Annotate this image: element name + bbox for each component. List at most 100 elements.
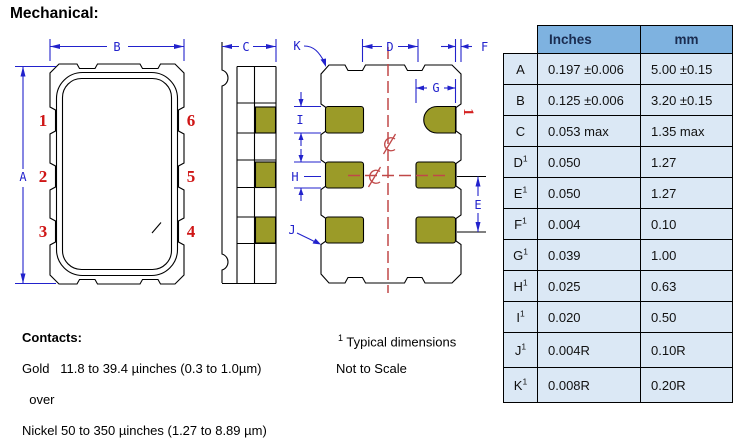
- inches-value: 0.125 ±0.006: [537, 84, 641, 116]
- pad: [415, 216, 457, 244]
- table-row-g: G1 0.039 1.00: [503, 239, 733, 271]
- table-row-h: H1 0.025 0.63: [503, 270, 733, 302]
- contacts-note: Contacts: Gold 11.8 to 39.4 µinches (0.3…: [22, 330, 267, 439]
- centerlines: [348, 47, 446, 293]
- typical-dimensions-note: 1 Typical dimensions: [338, 333, 457, 350]
- row-label-sup: 1: [521, 341, 527, 352]
- lid-outline-outer: [55, 71, 179, 277]
- side-pad: [254, 216, 277, 244]
- row-label: E: [513, 185, 523, 201]
- table-row-j: J1 0.004R 0.10R: [503, 332, 733, 368]
- inches-value: 0.039: [537, 239, 641, 271]
- row-label: A: [516, 61, 525, 77]
- dim-label-i: I: [296, 113, 303, 127]
- row-label-sup: 1: [522, 215, 527, 226]
- not-to-scale-note: Not to Scale: [336, 361, 407, 376]
- table-row-i: I1 0.020 0.50: [503, 301, 733, 333]
- row-label: H: [513, 278, 523, 294]
- pad: [324, 216, 365, 244]
- pad-pin1: [423, 105, 457, 134]
- package-outline: [49, 63, 185, 285]
- col-header-inches: Inches: [537, 25, 641, 54]
- datasheet-page: { "title": "Mechanical:", "diagram": { "…: [10, 5, 733, 438]
- pin-number-2: 2: [39, 167, 48, 186]
- row-label: C: [515, 123, 526, 139]
- contacts-heading: Contacts:: [22, 330, 82, 345]
- pin-number-3: 3: [39, 222, 48, 241]
- dimension-K: [303, 45, 326, 67]
- package-side-view: [221, 42, 277, 285]
- table-corner-cell: [503, 25, 538, 54]
- dimension-D: [361, 39, 419, 62]
- row-label-sup: 1: [522, 153, 528, 164]
- inches-value: 0.004: [537, 208, 641, 240]
- inches-value: 0.004R: [537, 332, 641, 368]
- pin1-indicator: 1: [460, 108, 476, 116]
- inches-value: 0.197 ±0.006: [537, 53, 641, 85]
- dim-label-h: H: [291, 170, 298, 184]
- row-label: B: [516, 92, 525, 108]
- inches-value: 0.008R: [537, 367, 641, 403]
- inches-value: 0.053 max: [537, 115, 641, 147]
- pin-number-6: 6: [187, 111, 196, 130]
- mm-value: 0.63: [640, 270, 733, 302]
- row-label-sup: 1: [523, 246, 528, 257]
- row-label: D: [513, 154, 523, 170]
- dim-label-a: A: [19, 170, 27, 184]
- row-label-sup: 1: [519, 308, 525, 319]
- row-label-sup: 1: [522, 376, 528, 387]
- dimension-G: [415, 79, 457, 103]
- dimension-A: [15, 65, 56, 285]
- row-label-sup: 1: [522, 184, 528, 195]
- mm-value: 1.35 max: [640, 115, 733, 147]
- inches-value: 0.025: [537, 270, 641, 302]
- table-row-f: F1 0.004 0.10: [503, 208, 733, 240]
- land-pattern-view: [320, 64, 486, 284]
- row-label: I: [516, 309, 520, 325]
- pad: [324, 161, 365, 189]
- dim-label-j: J: [288, 223, 295, 237]
- land-pads: [324, 105, 457, 244]
- page-title: Mechanical:: [10, 5, 99, 22]
- dimensions-table: Inches mm A 0.197 ±0.006 5.00 ±0.15 B 0.…: [503, 25, 733, 403]
- pin-number-1: 1: [39, 111, 48, 130]
- dim-label-f: F: [481, 40, 488, 54]
- inches-value: 0.050: [537, 177, 641, 209]
- dimension-B: [49, 39, 185, 61]
- row-label-sup: 1: [522, 277, 528, 288]
- col-header-mm: mm: [640, 25, 733, 54]
- mm-value: 0.10: [640, 208, 733, 240]
- side-pad: [254, 161, 277, 189]
- dim-label-g: G: [432, 81, 439, 95]
- mm-value: 0.20R: [640, 367, 733, 403]
- side-pad: [254, 106, 277, 134]
- contacts-line-gold: Gold 11.8 to 39.4 µinches (0.3 to 1.0µm): [22, 361, 262, 376]
- table-row-e: E1 0.050 1.27: [503, 177, 733, 209]
- mm-value: 1.00: [640, 239, 733, 271]
- mm-value: 1.27: [640, 177, 733, 209]
- lid-outline-inner: [61, 77, 173, 271]
- note-superscript: 1: [338, 333, 344, 343]
- dimension-I: [294, 92, 321, 146]
- pin-number-4: 4: [187, 222, 196, 241]
- centerline-symbol-icon: [367, 166, 382, 188]
- inches-value: 0.050: [537, 146, 641, 178]
- row-label: F: [514, 216, 523, 232]
- row-label: K: [513, 377, 523, 393]
- contacts-line-over: over: [22, 392, 55, 407]
- mm-value: 0.50: [640, 301, 733, 333]
- dim-label-e: E: [474, 198, 481, 212]
- table-header-row: Inches mm: [503, 25, 733, 54]
- dim-label-c: C: [242, 40, 249, 54]
- table-row-b: B 0.125 ±0.006 3.20 ±0.15: [503, 84, 733, 116]
- package-top-view: [49, 63, 185, 285]
- table-row-k: K1 0.008R 0.20R: [503, 367, 733, 403]
- dimension-H: [294, 149, 321, 201]
- dim-label-d: D: [386, 40, 393, 54]
- mm-value: 1.27: [640, 146, 733, 178]
- row-label: G: [513, 247, 524, 263]
- dim-label-k: K: [293, 39, 301, 53]
- row-label: J: [514, 342, 522, 358]
- mm-value: 5.00 ±0.15: [640, 53, 733, 85]
- dimension-F: [441, 39, 472, 62]
